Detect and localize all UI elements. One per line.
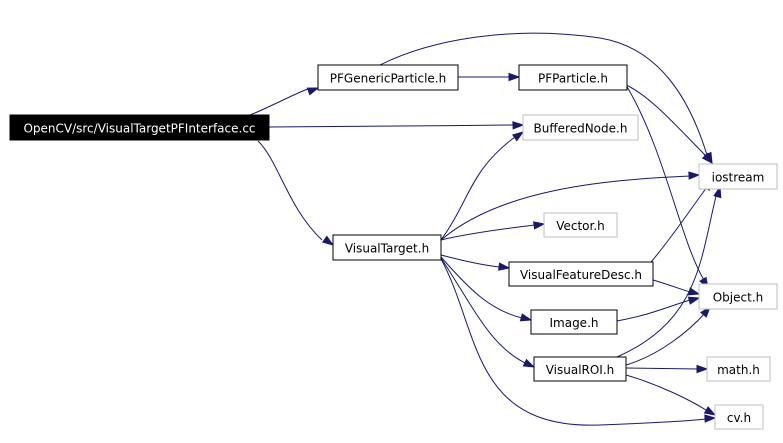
arrowhead [704, 414, 717, 423]
edge-visualtarget-to-buffered [440, 131, 525, 241]
edge-visualtarget-to-visualroi [440, 257, 536, 368]
node-label: math.h [717, 363, 760, 377]
node-box [530, 309, 618, 335]
edge-root-to-buffered [268, 121, 525, 130]
node-root[interactable]: OpenCV/src/VisualTargetPFInterface.cc [9, 114, 270, 141]
node-visualroi[interactable]: VisualROI.h [533, 356, 627, 382]
node-object[interactable]: Object.h [698, 283, 778, 310]
node-box [714, 404, 764, 430]
edge-visualroi-to-cv [625, 374, 717, 416]
arrowhead [696, 364, 709, 374]
node-label: VisualFeatureDesc.h [520, 268, 642, 282]
node-label: VisualROI.h [546, 363, 615, 377]
arrowhead [687, 296, 701, 305]
node-box [317, 64, 459, 91]
node-box [518, 64, 628, 91]
node-visualtarget[interactable]: VisualTarget.h [332, 234, 442, 261]
edge-visualtarget-to-image [440, 256, 533, 322]
nodes-layer: OpenCV/src/VisualTargetPFInterface.cc PFG… [9, 64, 778, 430]
node-vector[interactable]: Vector.h [543, 212, 618, 238]
arrowhead [519, 313, 533, 322]
node-box [522, 114, 639, 141]
node-label: PFParticle.h [538, 72, 608, 86]
node-math[interactable]: math.h [706, 356, 771, 382]
edge-root-to-pfgeneric [249, 87, 320, 116]
node-label: BufferedNode.h [534, 122, 628, 136]
edge-visualtarget-to-cv [440, 258, 717, 426]
node-label: Image.h [549, 316, 598, 330]
arrowhead [498, 262, 511, 271]
node-box [698, 163, 778, 190]
edge-pfgeneric-to-pfparticle [458, 72, 521, 82]
node-featuredesc[interactable]: VisualFeatureDesc.h [508, 261, 654, 287]
edge-root-to-visualtarget [257, 140, 335, 246]
node-box [533, 356, 627, 382]
node-label: Vector.h [556, 219, 605, 233]
node-iostream[interactable]: iostream [698, 163, 778, 190]
arrowhead [512, 121, 525, 130]
arrowhead [533, 221, 546, 230]
edge-featuredesc-to-iostream [650, 178, 713, 263]
node-pfparticle[interactable]: PFParticle.h [518, 64, 628, 91]
arrowhead [511, 131, 525, 142]
node-label: cv.h [727, 411, 751, 425]
arrowhead [321, 235, 335, 246]
node-box [508, 261, 654, 287]
node-pfgeneric[interactable]: PFGenericParticle.h [317, 64, 459, 91]
node-image[interactable]: Image.h [530, 309, 618, 335]
node-box [706, 356, 771, 382]
arrowhead [688, 171, 701, 180]
arrowhead [703, 406, 717, 416]
edge-pfgeneric-to-iostream [379, 32, 713, 165]
node-label: VisualTarget.h [345, 242, 429, 256]
arrowhead [508, 72, 521, 82]
arrowhead [713, 185, 722, 199]
node-cv[interactable]: cv.h [714, 404, 764, 430]
edge-visualtarget-to-featuredesc [440, 254, 511, 271]
node-box [543, 212, 618, 238]
edge-pfparticle-to-object [625, 84, 709, 290]
edge-visualroi-to-iostream [616, 185, 722, 358]
node-label: OpenCV/src/VisualTargetPFInterface.cc [23, 122, 255, 136]
node-box [698, 283, 778, 310]
node-label: iostream [712, 171, 765, 185]
node-box [9, 114, 270, 141]
node-label: Object.h [713, 291, 764, 305]
edge-image-to-object [616, 296, 701, 322]
arrowhead [701, 152, 714, 165]
edge-visualtarget-to-iostream [440, 171, 701, 241]
edge-visualroi-to-math [625, 364, 709, 374]
node-label: PFGenericParticle.h [330, 72, 446, 86]
arrowhead [522, 358, 536, 368]
node-box [332, 234, 442, 261]
edge-visualroi-to-object [625, 305, 711, 366]
node-buffered[interactable]: BufferedNode.h [522, 114, 639, 141]
arrowhead [306, 87, 320, 96]
edge-visualtarget-to-vector [440, 221, 546, 241]
edge-pfparticle-to-iostream [623, 83, 714, 165]
edges-layer [249, 32, 722, 426]
